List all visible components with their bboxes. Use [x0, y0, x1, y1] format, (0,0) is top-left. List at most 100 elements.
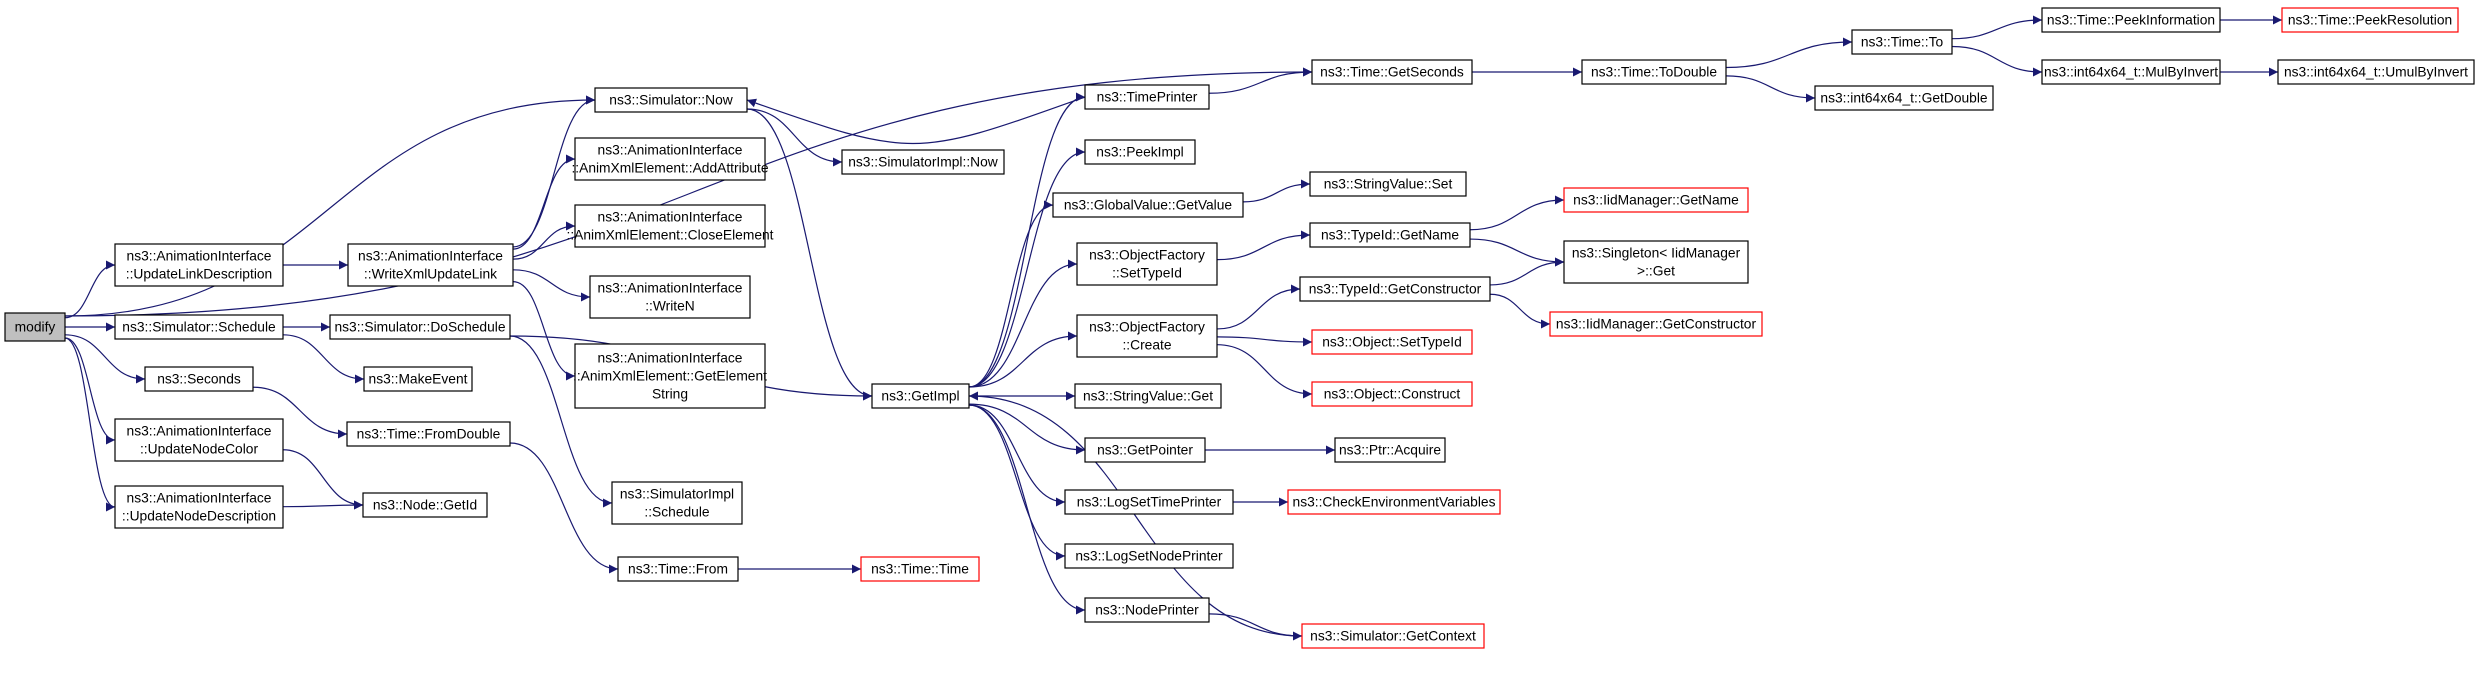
node-box [114, 243, 284, 287]
node-timePrinter[interactable]: ns3::TimePrinter [1084, 84, 1210, 110]
node-box [1311, 381, 1473, 407]
edge-getImpl-to-logSetNode [968, 404, 1066, 561]
edge-getImpl-to-timePrinter [968, 92, 1086, 388]
node-timeTo[interactable]: ns3::Time::To [1851, 29, 1953, 55]
node-simNow[interactable]: ns3::Simulator::Now [594, 87, 748, 113]
node-objConstruct[interactable]: ns3::Object::Construct [1311, 381, 1473, 407]
edge-modify-to-simNow [64, 95, 596, 317]
node-simGetContext[interactable]: ns3::Simulator::GetContext [1301, 623, 1485, 649]
node-tidGetName[interactable]: ns3::TypeId::GetName [1309, 222, 1471, 248]
node-getSeconds[interactable]: ns3::Time::GetSeconds [1311, 59, 1473, 85]
node-box [1064, 489, 1234, 515]
node-box [1851, 29, 1953, 55]
node-logSetTime[interactable]: ns3::LogSetTimePrinter [1064, 489, 1234, 515]
node-box [1814, 85, 1994, 111]
node-objSetTypeId[interactable]: ns3::Object::SetTypeId [1311, 329, 1473, 355]
node-box [841, 149, 1005, 175]
node-box [1334, 437, 1446, 463]
edge-simGetContext-to-getImpl [968, 391, 1303, 637]
node-peekRes[interactable]: ns3::Time::PeekResolution [2281, 7, 2459, 33]
node-schedule[interactable]: ns3::Simulator::Schedule [114, 314, 284, 340]
node-label: ::Create [1122, 337, 1171, 352]
edge-doSchedule-to-implSchedule [509, 335, 613, 508]
node-box [574, 204, 766, 248]
node-writeXml[interactable]: ns3::AnimationInterface::WriteXmlUpdateL… [347, 243, 514, 287]
node-ofSetTypeId[interactable]: ns3::ObjectFactory::SetTypeId [1076, 242, 1218, 286]
node-label: ns3::IidManager::GetName [1573, 192, 1739, 207]
node-box [1287, 489, 1501, 515]
node-checkEnv[interactable]: ns3::CheckEnvironmentVariables [1287, 489, 1501, 515]
node-tidGetCtor[interactable]: ns3::TypeId::GetConstructor [1299, 276, 1491, 302]
node-box [2041, 7, 2221, 33]
edge-schedule-to-makeEvent [282, 334, 365, 384]
edge-simNow-to-getImpl [746, 108, 873, 401]
node-closeEl[interactable]: ns3::AnimationInterface::AnimXmlElement:… [566, 204, 774, 248]
edge-getImpl-to-nodePrinter [968, 404, 1086, 615]
node-gvGetValue[interactable]: ns3::GlobalValue::GetValue [1052, 192, 1244, 218]
node-doSchedule[interactable]: ns3::Simulator::DoSchedule [329, 314, 511, 340]
node-toDouble[interactable]: ns3::Time::ToDouble [1581, 59, 1727, 85]
node-addAttr[interactable]: ns3::AnimationInterface::AnimXmlElement:… [571, 137, 769, 181]
node-fromDouble[interactable]: ns3::Time::FromDouble [346, 421, 511, 447]
node-label: ns3::Singleton< IidManager [1572, 245, 1741, 260]
node-label: ns3::Simulator::Schedule [122, 319, 276, 334]
node-nodeGetId[interactable]: ns3::Node::GetId [362, 492, 488, 518]
node-box [1299, 276, 1491, 302]
edge-timePrinter-to-getSeconds [1208, 67, 1313, 94]
edge-tidGetCtor-to-singletonGet [1489, 257, 1565, 286]
node-lidGetCtor[interactable]: ns3::IidManager::GetConstructor [1549, 311, 1763, 337]
node-ofCreate[interactable]: ns3::ObjectFactory::Create [1076, 314, 1218, 358]
node-box [1309, 222, 1471, 248]
node-box [871, 383, 970, 409]
node-box [4, 312, 66, 342]
node-umulByInvert[interactable]: ns3::int64x64_t::UmulByInvert [2277, 59, 2475, 85]
edge-gvGetValue-to-svSet [1242, 179, 1311, 203]
node-lidGetName[interactable]: ns3::IidManager::GetName [1563, 187, 1749, 213]
node-logSetNode[interactable]: ns3::LogSetNodePrinter [1064, 543, 1234, 569]
node-writeN[interactable]: ns3::AnimationInterface::WriteN [589, 275, 751, 319]
node-label: ns3::GetPointer [1097, 442, 1193, 457]
node-label: ns3::Object::SetTypeId [1322, 334, 1462, 349]
node-updLinkDesc[interactable]: ns3::AnimationInterface::UpdateLinkDescr… [114, 243, 284, 287]
node-label: ns3::StringValue::Set [1324, 176, 1453, 191]
node-timeTime[interactable]: ns3::Time::Time [860, 556, 980, 582]
node-box [574, 137, 766, 181]
node-label: ns3::Time::FromDouble [357, 426, 501, 441]
node-label: ns3::Time::To [1861, 34, 1944, 49]
node-box [1084, 139, 1196, 165]
node-label: ::UpdateLinkDescription [126, 266, 272, 281]
node-mulByInvert[interactable]: ns3::int64x64_t::MulByInvert [2041, 59, 2221, 85]
node-modify[interactable]: modify [4, 312, 66, 342]
node-peekInfo[interactable]: ns3::Time::PeekInformation [2041, 7, 2221, 33]
node-seconds[interactable]: ns3::Seconds [144, 366, 254, 392]
edge-timeTo-to-mulByInvert [1951, 45, 2043, 77]
node-label: ns3::NodePrinter [1095, 602, 1199, 617]
node-updNodeColor[interactable]: ns3::AnimationInterface::UpdateNodeColor [114, 418, 284, 462]
node-label: ns3::Time::Time [871, 561, 969, 576]
node-label: ns3::AnimationInterface [127, 490, 272, 505]
node-updNodeDesc[interactable]: ns3::AnimationInterface::UpdateNodeDescr… [114, 485, 284, 529]
node-getElStr[interactable]: ns3::AnimationInterface::AnimXmlElement:… [573, 343, 767, 409]
node-int64GetDouble[interactable]: ns3::int64x64_t::GetDouble [1814, 85, 1994, 111]
edge-modify-to-updLinkDesc [64, 260, 116, 319]
node-box [1563, 240, 1749, 284]
node-ptrAcquire[interactable]: ns3::Ptr::Acquire [1334, 437, 1446, 463]
node-peekImpl[interactable]: ns3::PeekImpl [1084, 139, 1196, 165]
edge-writeXml-to-simNow [512, 95, 596, 248]
node-label: ns3::AnimationInterface [598, 280, 743, 295]
node-makeEvent[interactable]: ns3::MakeEvent [363, 366, 473, 392]
node-singletonGet[interactable]: ns3::Singleton< IidManager>::Get [1563, 240, 1749, 284]
node-getImpl[interactable]: ns3::GetImpl [871, 383, 970, 409]
node-box [1076, 242, 1218, 286]
node-svGet[interactable]: ns3::StringValue::Get [1074, 383, 1222, 409]
node-implNow[interactable]: ns3::SimulatorImpl::Now [841, 149, 1005, 175]
node-svSet[interactable]: ns3::StringValue::Set [1309, 171, 1467, 197]
node-box [2041, 59, 2221, 85]
node-label: ns3::SimulatorImpl::Now [848, 154, 998, 169]
node-timeFrom[interactable]: ns3::Time::From [617, 556, 739, 582]
node-nodePrinter[interactable]: ns3::NodePrinter [1084, 597, 1210, 623]
node-getPointer[interactable]: ns3::GetPointer [1084, 437, 1206, 463]
node-label: >::Get [1637, 263, 1675, 278]
node-implSchedule[interactable]: ns3::SimulatorImpl::Schedule [611, 481, 743, 525]
